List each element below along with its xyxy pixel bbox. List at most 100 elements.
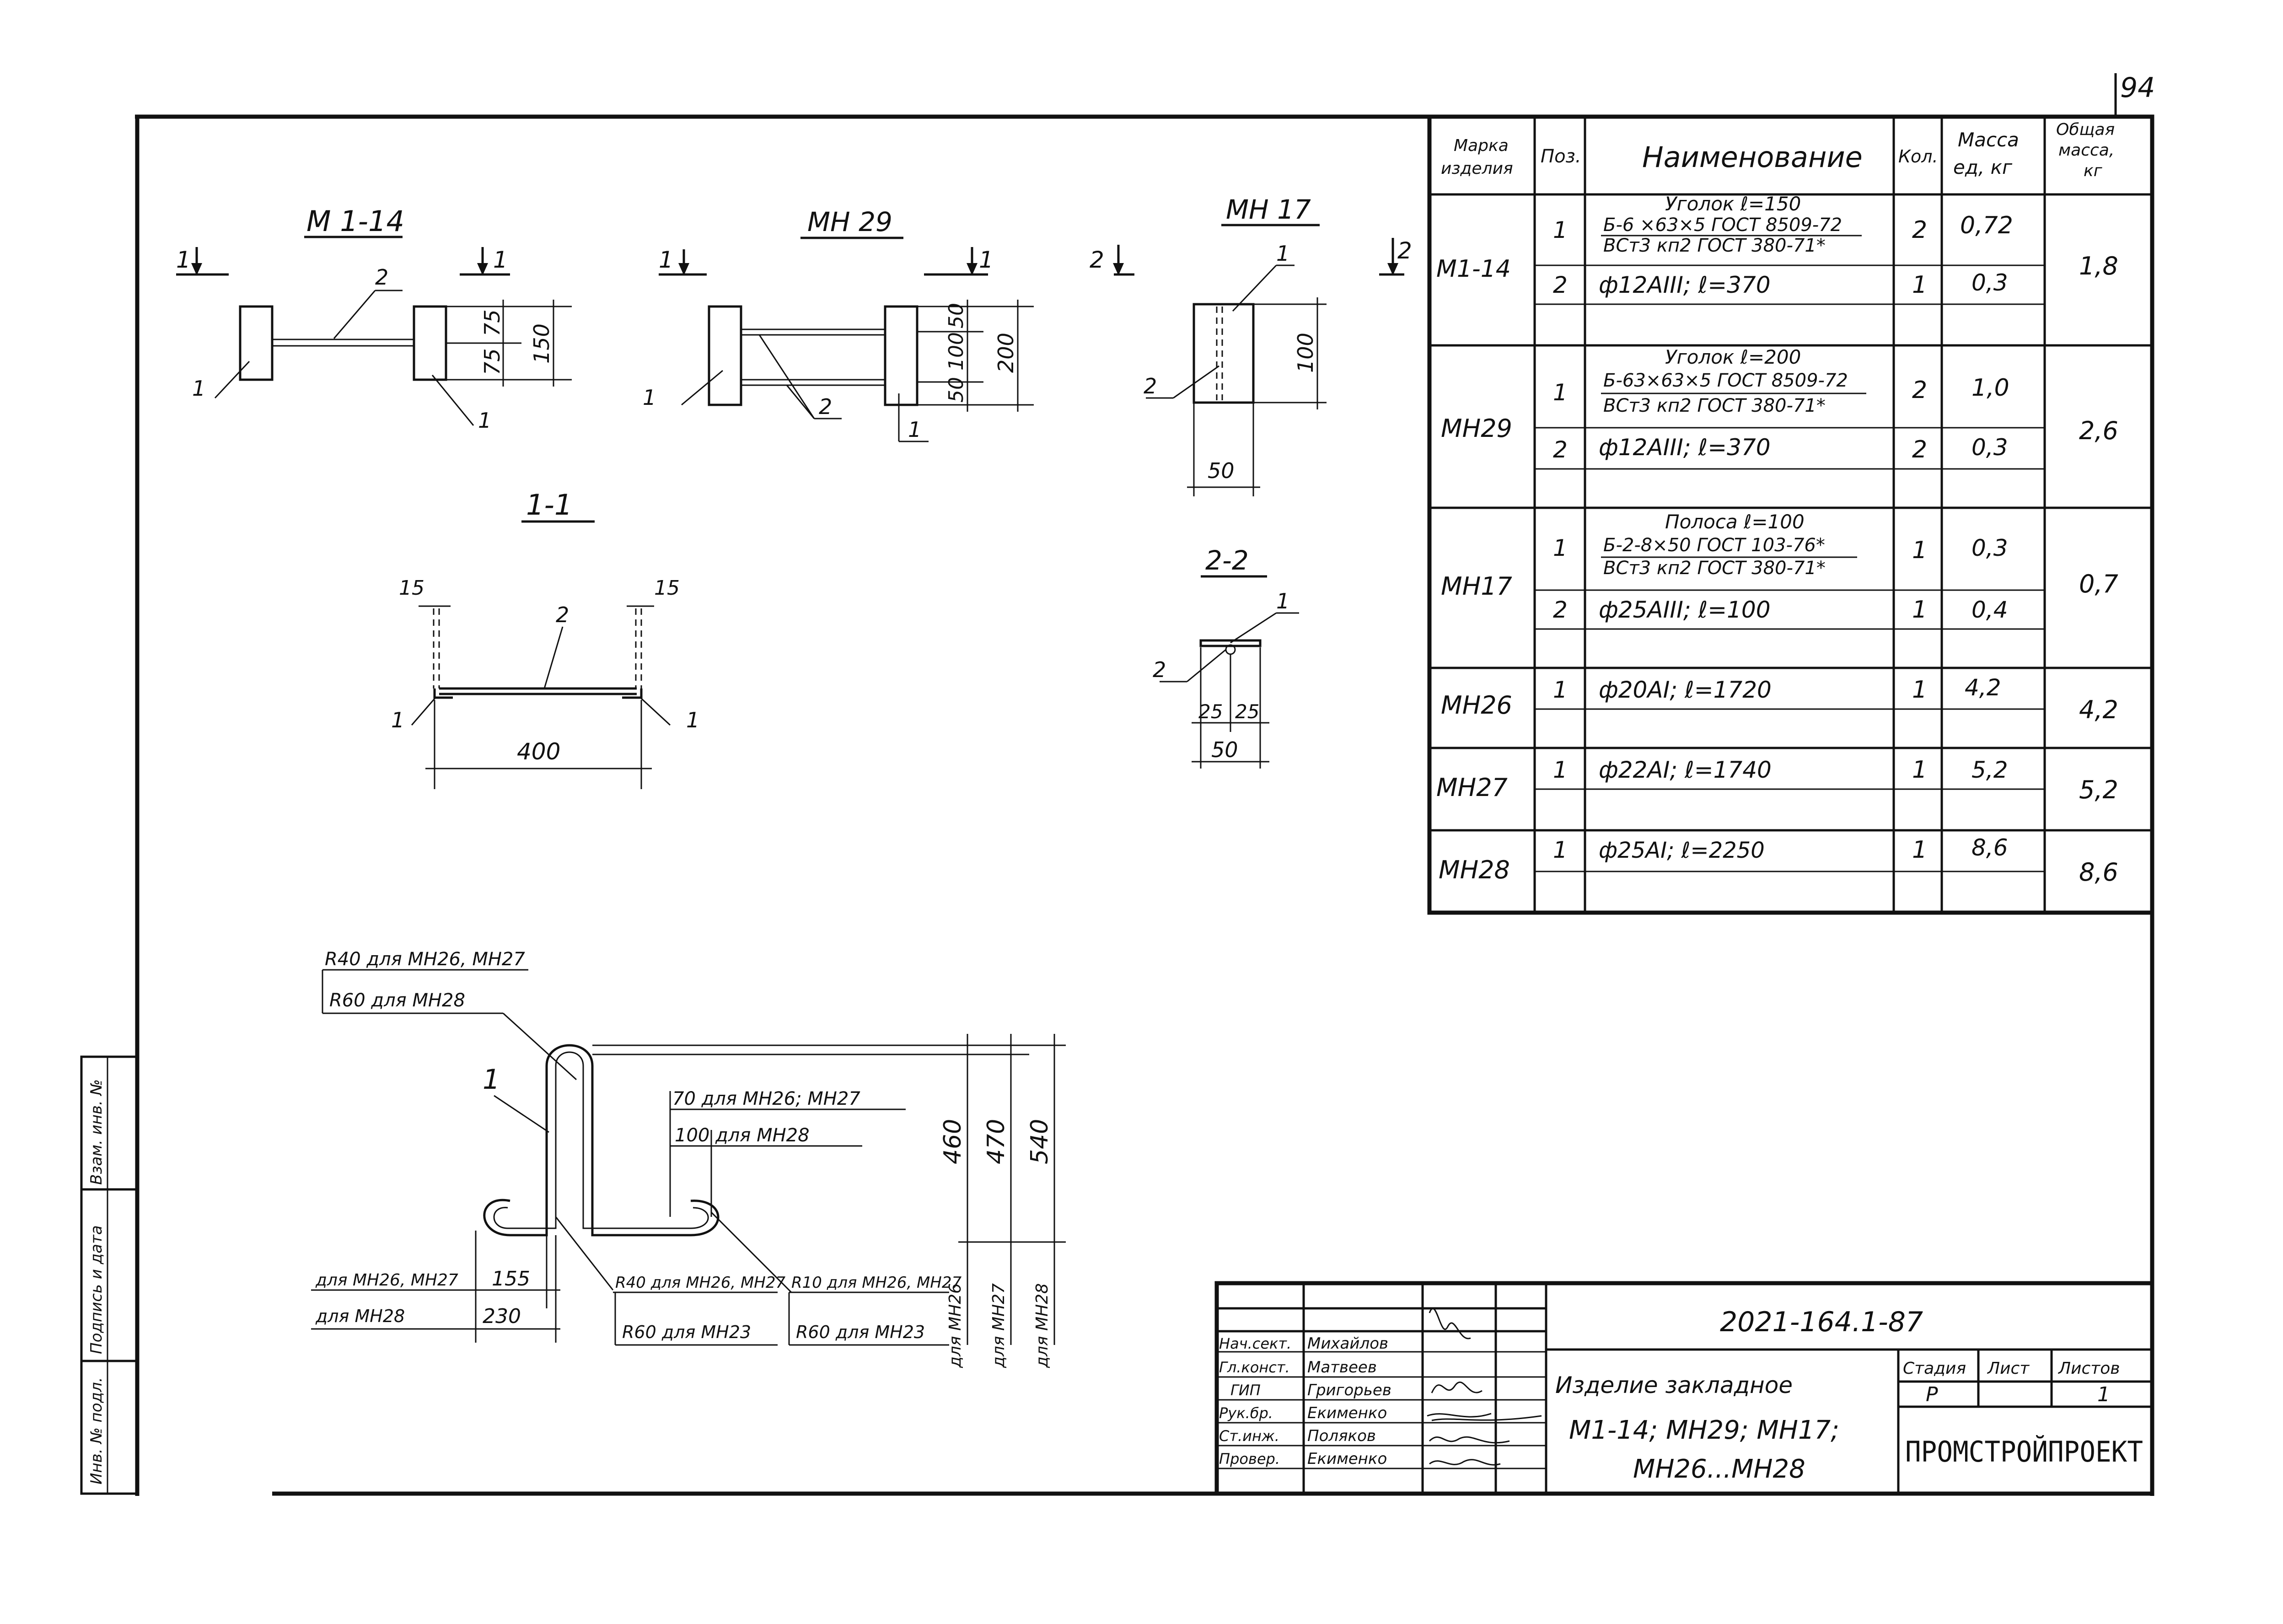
pos-2-label: 2 [1153, 657, 1166, 682]
row-mass: 0,3 [1971, 434, 2008, 461]
cut-mark: 2 [1090, 247, 1104, 273]
radius-right-b: R60 для МН23 [796, 1322, 925, 1342]
row-mass: 1,0 [1971, 374, 2009, 402]
role: Ст.инж. [1219, 1427, 1279, 1445]
row-mass: 0,3 [1971, 269, 2008, 296]
hdr-name: Наименование [1642, 140, 1863, 174]
hdr-mark-1: Марка [1454, 136, 1509, 155]
role-name: Екименко [1307, 1450, 1387, 1468]
row-mass: 4,2 [1965, 674, 2001, 701]
radius-mid-b: R60 для МН23 [622, 1322, 751, 1342]
plate-right [413, 305, 447, 381]
dim-75-bottom: 75 [480, 348, 505, 375]
row-name-line2: Б-63×63×5 ГОСТ 8509-72 [1603, 370, 1848, 391]
row-pos: 1 [1553, 217, 1568, 243]
dim-50-bottom: 50 [945, 377, 968, 403]
row-name: ф25АI; ℓ=2250 [1599, 838, 1765, 863]
dim-50: 50 [1211, 737, 1238, 762]
row-name-line1: Уголок ℓ=150 [1665, 193, 1801, 215]
dim-50-top: 50 [945, 303, 968, 328]
row-name: ф20АI; ℓ=1720 [1599, 677, 1772, 703]
stamp-inv-orig: Инв. № подл. [87, 1377, 106, 1484]
label-h3: для МН28 [1033, 1283, 1052, 1368]
view-title: М 1-14 [306, 204, 404, 238]
pos-1-label: 1 [192, 376, 205, 401]
row-name: ф12АIII; ℓ=370 [1599, 434, 1771, 461]
product-title-1: Изделие закладное [1555, 1372, 1793, 1398]
cut-mark: 1 [176, 247, 191, 273]
role-name: Екименко [1307, 1404, 1387, 1422]
view-title: МН 17 [1226, 194, 1311, 225]
section-1-1: 1-1 15 15 400 2 1 1 [391, 488, 699, 789]
page-number: 94 [2120, 72, 2155, 104]
sheets-value: 1 [2097, 1383, 2110, 1406]
offset-note-a: 70 для МН26; МН27 [672, 1088, 860, 1109]
pos-2-label: 2 [819, 394, 832, 419]
mark-mn28: МН28 [1439, 855, 1510, 884]
product-title-2: М1-14; МН29; МН17; [1569, 1415, 1839, 1445]
dim-540: 540 [1026, 1119, 1053, 1164]
mark-mn17: МН17 [1441, 572, 1512, 601]
row-pos: 1 [1553, 379, 1568, 406]
pos-1-label-right: 1 [908, 417, 921, 442]
plate-left [239, 305, 274, 381]
role: Гл.конст. [1219, 1359, 1290, 1376]
role: ГИП [1230, 1382, 1261, 1399]
doc-code: 2021-164.1-87 [1720, 1306, 1923, 1338]
row-pos: 2 [1553, 436, 1568, 463]
row-qty: 1 [1912, 676, 1927, 704]
dim-470: 470 [983, 1119, 1010, 1164]
pos-1-label: 1 [391, 708, 404, 732]
role-name: Поляков [1307, 1427, 1376, 1445]
pos-1-label-right: 1 [686, 708, 699, 732]
offset-note-b: 100 для МН28 [675, 1125, 810, 1146]
total-m1-14: 1,8 [2079, 252, 2118, 280]
row-pos: 2 [1553, 597, 1568, 623]
row-name-line1: Полоса ℓ=100 [1665, 511, 1805, 533]
spec-table: Марка изделия Поз. Наименование Кол. Мас… [1427, 114, 2154, 915]
hdr-total-mass-1: Общая [2056, 120, 2115, 139]
base-note-b: для МН28 [315, 1306, 405, 1326]
role-name: Григорьев [1307, 1381, 1391, 1399]
row-pos: 1 [1553, 757, 1568, 783]
cut-mark-right: 1 [979, 247, 994, 273]
dim-460: 460 [939, 1119, 967, 1164]
pos-1-label: 1 [483, 1064, 500, 1096]
row-qty: 1 [1912, 596, 1927, 624]
hdr-total-mass-2: масса, [2058, 141, 2114, 160]
row-name-line3: ВСт3 кп2 ГОСТ 380-71* [1603, 558, 1826, 579]
role-name: Матвеев [1307, 1358, 1377, 1377]
side-stamp: Взам. инв. № Подпись и дата Инв. № подл. [80, 1055, 139, 1495]
sheet-label: Лист [1987, 1359, 2030, 1378]
row-name-line2: Б-2-8×50 ГОСТ 103-76* [1603, 535, 1825, 556]
total-mn26: 4,2 [2079, 695, 2118, 724]
total-mn17: 0,7 [2079, 570, 2118, 598]
hdr-total-mass-3: кг [2084, 161, 2103, 180]
view-mn29: МН 29 1 1 50 100 50 200 1 2 1 [643, 206, 1034, 442]
radius-note-b: R60 для МН28 [329, 990, 465, 1011]
row-mass: 8,6 [1971, 834, 2008, 861]
hdr-unit-mass-2: ед, кг [1953, 156, 2013, 178]
title-block: 2021-164.1-87 Нач.сект. Михайлов Гл.конс… [1214, 1281, 2154, 1496]
pos-2-label: 2 [1144, 374, 1157, 398]
base-val-230: 230 [483, 1305, 521, 1328]
total-mn28: 8,6 [2079, 858, 2118, 887]
sheets-label: Листов [2057, 1359, 2120, 1378]
row-mass: 0,3 [1971, 535, 2008, 561]
role: Рук.бр. [1219, 1404, 1273, 1422]
dim-100: 100 [945, 332, 968, 371]
hdr-pos: Поз. [1541, 146, 1581, 167]
cut-mark: 1 [659, 247, 673, 273]
dim-200: 200 [994, 333, 1018, 373]
row-qty: 1 [1912, 836, 1927, 864]
row-qty: 1 [1912, 756, 1927, 784]
row-qty: 1 [1912, 537, 1927, 564]
role: Нач.сект. [1219, 1335, 1291, 1352]
role: Провер. [1219, 1450, 1280, 1468]
row-mass: 0,4 [1971, 597, 2008, 623]
strip-plate [1193, 303, 1255, 404]
base-note-a: для МН26, МН27 [315, 1271, 458, 1290]
stamp-sign-date: Подпись и дата [87, 1225, 106, 1354]
row-name-line3: ВСт3 кп2 ГОСТ 380-71* [1603, 395, 1826, 416]
